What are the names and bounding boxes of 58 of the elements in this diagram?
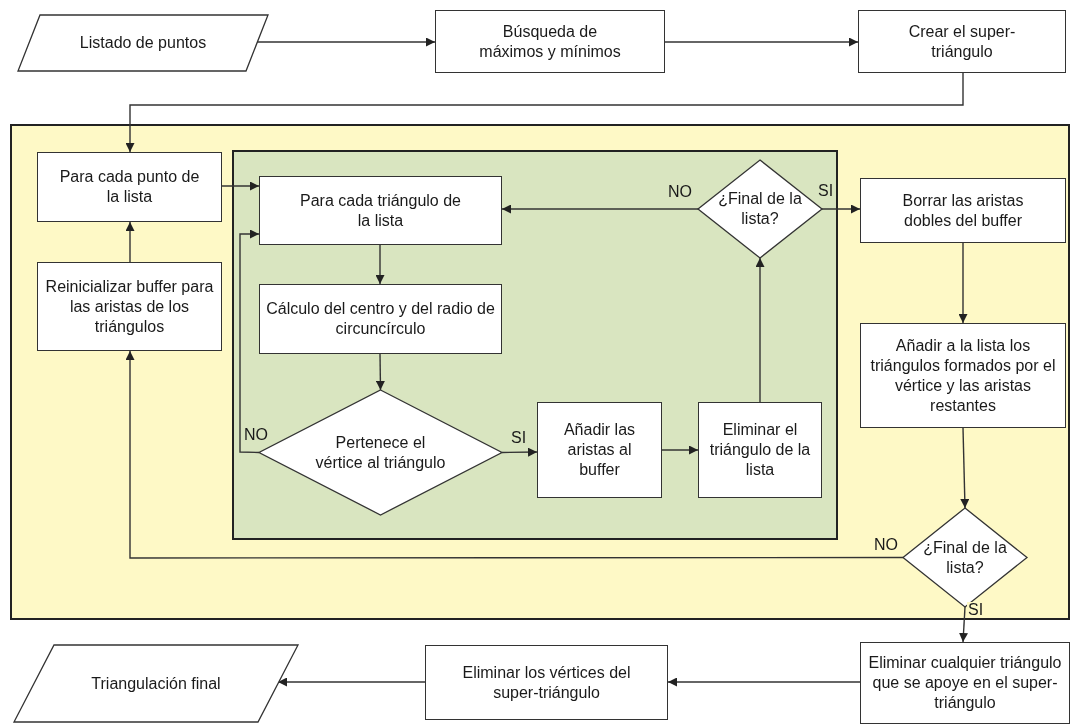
node-text: Eliminar los vértices del super-triángulo bbox=[461, 662, 632, 703]
process-box bbox=[858, 10, 1066, 73]
edge-label: NO bbox=[243, 427, 269, 443]
node-text: Triangulación final bbox=[91, 673, 221, 694]
node-text: Para cada triángulo de la lista bbox=[299, 190, 462, 231]
arrow bbox=[960, 427, 970, 509]
process-box bbox=[860, 178, 1066, 243]
arrow bbox=[125, 72, 964, 153]
edge-label: NO bbox=[667, 184, 693, 200]
arrow bbox=[277, 677, 426, 687]
arrow bbox=[239, 229, 260, 454]
edge-label: SI bbox=[817, 183, 835, 199]
input-output-parallelogram bbox=[14, 645, 298, 722]
node-text: Añadir a la lista los triángulos formados por el vértice y las aristas restantes bbox=[869, 335, 1057, 416]
arrow bbox=[221, 181, 260, 191]
process-box bbox=[37, 262, 222, 351]
process-box bbox=[537, 402, 662, 498]
edge-label: SI bbox=[967, 602, 985, 618]
node-text: Reinicializar buffer para las aristas de los triángulos bbox=[44, 276, 215, 337]
node-text: Listado de puntos bbox=[79, 33, 207, 53]
process-box bbox=[259, 176, 502, 245]
node-text: Borrar las aristas dobles del buffer bbox=[901, 190, 1025, 231]
node-text: Para cada punto de la lista bbox=[59, 167, 200, 207]
arrow bbox=[958, 242, 968, 324]
node-text: Cálculo del centro y del radio de circuncírculo bbox=[265, 299, 496, 339]
node-text: Búsqueda de máximos y mínimos bbox=[478, 21, 622, 62]
arrow bbox=[667, 677, 861, 687]
arrow bbox=[256, 37, 436, 47]
arrow bbox=[501, 447, 538, 457]
loop-panel bbox=[10, 124, 1070, 620]
process-box bbox=[435, 10, 665, 73]
edge-label: NO bbox=[873, 537, 899, 553]
node-text: ¿Final de la lista? bbox=[922, 537, 1008, 578]
process-box bbox=[698, 402, 822, 498]
arrow bbox=[959, 606, 968, 643]
node-text: ¿Final de la lista? bbox=[717, 189, 803, 229]
arrow bbox=[375, 244, 385, 285]
process-box bbox=[425, 645, 668, 720]
input-output-parallelogram bbox=[18, 15, 268, 71]
arrow bbox=[501, 204, 699, 214]
node-text: Eliminar el triángulo de la lista bbox=[708, 420, 812, 480]
process-box bbox=[37, 152, 222, 222]
arrow bbox=[664, 37, 859, 47]
process-box bbox=[860, 642, 1070, 724]
arrow bbox=[755, 257, 765, 403]
process-box bbox=[860, 323, 1066, 428]
arrow bbox=[125, 350, 904, 559]
arrow bbox=[661, 445, 699, 455]
loop-panel bbox=[232, 150, 838, 540]
node-text: Crear el super-triángulo bbox=[907, 21, 1017, 62]
arrow bbox=[821, 204, 861, 214]
node-text: Pertenece el vértice al triángulo bbox=[314, 432, 447, 473]
arrow bbox=[375, 353, 385, 391]
node-text: Eliminar cualquier triángulo que se apoye en el super-triángulo bbox=[867, 653, 1063, 713]
arrow bbox=[125, 221, 135, 263]
process-box bbox=[259, 284, 502, 354]
edge-label: SI bbox=[510, 430, 528, 446]
node-text: Añadir las aristas al buffer bbox=[562, 420, 637, 480]
